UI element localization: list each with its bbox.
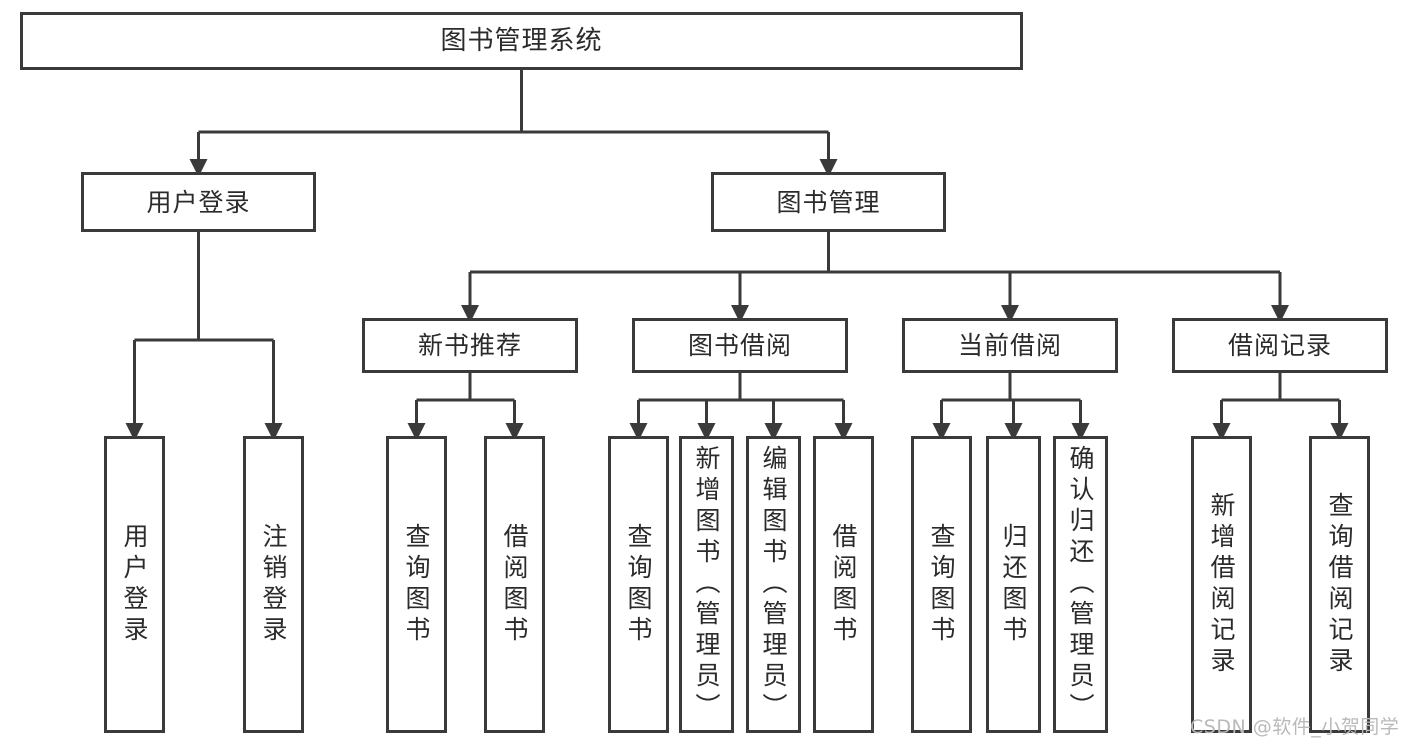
node-leaf-query-book-1[interactable]: 查询图书 <box>386 436 447 733</box>
node-label: 借阅图书 <box>829 522 858 647</box>
node-label: 查询借阅记录 <box>1325 491 1354 678</box>
node-label: 图书管理系统 <box>440 26 603 56</box>
node-leaf-return-book[interactable]: 归还图书 <box>986 436 1041 733</box>
node-book-borrow[interactable]: 图书借阅 <box>632 318 848 373</box>
node-label: 查询图书 <box>624 522 653 647</box>
node-label: 图书借阅 <box>687 331 792 360</box>
node-label: 借阅记录 <box>1227 331 1332 360</box>
node-leaf-borrow-book-2[interactable]: 借阅图书 <box>813 436 874 733</box>
node-label: 编辑图书（管理员） <box>759 445 788 724</box>
node-label: 图书管理 <box>776 187 881 217</box>
node-label: 查询图书 <box>402 522 431 647</box>
node-leaf-query-record[interactable]: 查询借阅记录 <box>1309 436 1370 733</box>
watermark: CSDN @软件_小贺同学 <box>1190 716 1400 738</box>
node-new-book-rec[interactable]: 新书推荐 <box>362 318 578 373</box>
node-root[interactable]: 图书管理系统 <box>20 12 1023 70</box>
node-leaf-add-record[interactable]: 新增借阅记录 <box>1191 436 1252 733</box>
node-leaf-borrow-book-1[interactable]: 借阅图书 <box>484 436 545 733</box>
node-book-manage[interactable]: 图书管理 <box>711 172 946 232</box>
node-label: 新增图书（管理员） <box>692 445 721 724</box>
node-current-borrow[interactable]: 当前借阅 <box>902 318 1118 373</box>
node-label: 当前借阅 <box>957 331 1062 360</box>
node-leaf-edit-book[interactable]: 编辑图书（管理员） <box>746 436 801 733</box>
node-leaf-query-book-2[interactable]: 查询图书 <box>608 436 669 733</box>
node-label: 归还图书 <box>999 522 1028 647</box>
node-label: 用户登录 <box>146 187 251 217</box>
node-label: 注销登录 <box>259 522 288 647</box>
node-user-login[interactable]: 用户登录 <box>81 172 316 232</box>
node-label: 确认归还（管理员） <box>1066 445 1095 724</box>
node-label: 新书推荐 <box>417 331 522 360</box>
node-leaf-user-login[interactable]: 用户登录 <box>104 436 165 733</box>
node-leaf-user-logout[interactable]: 注销登录 <box>243 436 304 733</box>
node-leaf-confirm-return[interactable]: 确认归还（管理员） <box>1053 436 1108 733</box>
node-leaf-query-book-3[interactable]: 查询图书 <box>911 436 972 733</box>
node-label: 借阅图书 <box>500 522 529 647</box>
node-label: 用户登录 <box>120 522 149 647</box>
node-label: 新增借阅记录 <box>1207 491 1236 678</box>
node-leaf-add-book[interactable]: 新增图书（管理员） <box>679 436 734 733</box>
node-borrow-record[interactable]: 借阅记录 <box>1172 318 1388 373</box>
node-label: 查询图书 <box>927 522 956 647</box>
